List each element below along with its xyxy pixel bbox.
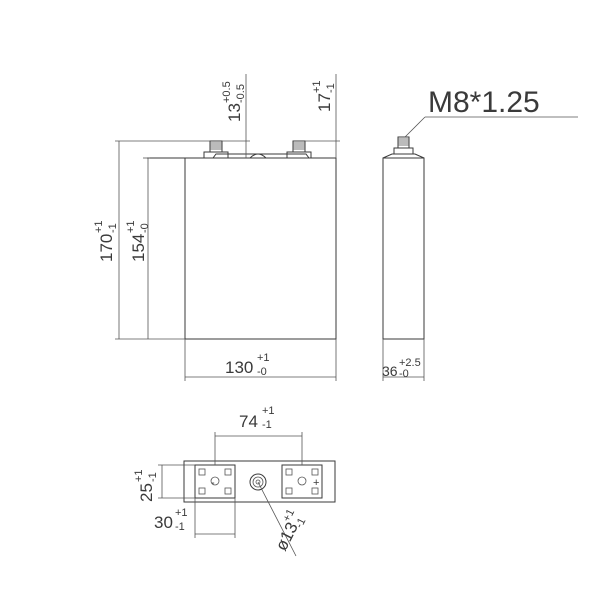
dim-terminal-offset-tol-lower: -1 bbox=[325, 83, 337, 93]
dim-thickness-tol-upper: +2.5 bbox=[399, 357, 421, 369]
dim-terminal-size-tol-lower: -1 bbox=[147, 472, 159, 482]
thread-callout: M8*1.25 bbox=[404, 86, 578, 138]
dim-thickness-tol-lower: -0 bbox=[399, 368, 409, 380]
terminal-left bbox=[203, 140, 229, 159]
dim-height-total-tol-upper: +1 bbox=[93, 220, 105, 233]
dim-terminal-height: 13 +0.5 -0.5 bbox=[221, 74, 250, 158]
dim-edge-offset: 30 +1 -1 bbox=[154, 498, 236, 538]
dim-terminal-height-tol-upper: +0.5 bbox=[221, 81, 233, 103]
polarity-negative-label: - bbox=[211, 477, 215, 489]
dim-terminal-height-value: 13 bbox=[225, 103, 244, 122]
terminal-right bbox=[286, 140, 312, 159]
side-view: M8*1.25 36 +2.5 -0 bbox=[382, 86, 578, 381]
dim-terminal-pitch-tol-upper: +1 bbox=[262, 405, 275, 417]
dim-height-case-tol-lower: -0 bbox=[139, 223, 151, 233]
top-view: - + 74 +1 -1 bbox=[133, 405, 336, 557]
top-vent bbox=[249, 473, 267, 491]
dim-vent-diameter: ø13 +1 -1 bbox=[257, 481, 308, 557]
dim-terminal-pitch-value: 74 bbox=[239, 412, 258, 431]
top-terminal-right: + bbox=[281, 464, 323, 499]
thread-spec-label: M8*1.25 bbox=[428, 86, 540, 119]
front-view: 170 +1 -1 154 +1 -0 130 +1 -0 bbox=[93, 74, 340, 381]
dim-width-tol-upper: +1 bbox=[257, 352, 270, 364]
dim-terminal-size-tol-upper: +1 bbox=[133, 469, 145, 482]
vent-bump bbox=[249, 153, 267, 159]
dim-height-case-value: 154 bbox=[129, 234, 148, 262]
dim-width: 130 +1 -0 bbox=[184, 339, 337, 381]
dim-height-total-value: 170 bbox=[97, 234, 116, 262]
top-terminal-left: - bbox=[194, 464, 236, 499]
cell-body-side bbox=[382, 157, 425, 340]
dim-terminal-pitch: 74 +1 -1 bbox=[214, 405, 303, 465]
dim-terminal-offset: 17 +1 -1 bbox=[305, 74, 340, 158]
dim-thickness: 36 +2.5 -0 bbox=[382, 339, 425, 381]
dim-width-value: 130 bbox=[225, 358, 253, 377]
dim-vent-diameter-tol-upper: +1 bbox=[281, 507, 297, 524]
side-top-edge bbox=[382, 153, 425, 159]
dim-edge-offset-value: 30 bbox=[154, 513, 173, 532]
dim-terminal-size-value: 25 bbox=[137, 483, 156, 502]
dim-terminal-size: 25 +1 -1 bbox=[133, 464, 195, 502]
cell-top-outline bbox=[183, 460, 336, 503]
dim-vent-diameter-tol-lower: -1 bbox=[293, 516, 308, 530]
dim-width-tol-lower: -0 bbox=[257, 366, 267, 378]
dim-terminal-pitch-tol-lower: -1 bbox=[262, 419, 272, 431]
dim-height-case-tol-upper: +1 bbox=[125, 220, 137, 233]
dim-thickness-value: 36 bbox=[382, 363, 398, 379]
dim-terminal-height-tol-lower: -0.5 bbox=[235, 84, 247, 103]
dim-height-total-tol-lower: -1 bbox=[107, 223, 119, 233]
dim-terminal-offset-tol-upper: +1 bbox=[311, 80, 323, 93]
polarity-positive-label: + bbox=[313, 477, 319, 489]
dim-edge-offset-tol-lower: -1 bbox=[175, 521, 185, 533]
side-terminal bbox=[393, 136, 414, 155]
dim-height-total: 170 +1 -1 bbox=[93, 140, 210, 340]
dim-height-case: 154 +1 -0 bbox=[125, 157, 151, 339]
dim-edge-offset-tol-upper: +1 bbox=[175, 507, 188, 519]
dim-terminal-offset-value: 17 bbox=[315, 93, 334, 112]
cell-body-front bbox=[184, 157, 337, 340]
